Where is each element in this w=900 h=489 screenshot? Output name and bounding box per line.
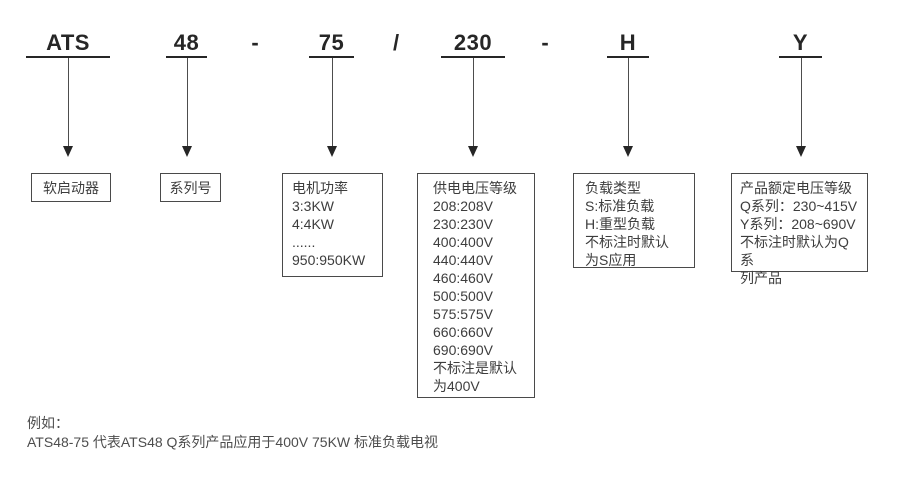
connector-line [800,58,802,146]
separator-slash: / [392,30,400,55]
code-segment-h: H [607,29,649,157]
definition-text: 负载类型 S:标准负载 H:重型负载 不标注时默认 为S应用 [585,180,669,268]
segment-underline [607,56,649,58]
definition-box-series-number: 系列号 [160,173,221,202]
arrowhead-down-icon [795,146,806,157]
segment-label-230: 230 [453,30,493,55]
separator-dash-2: - [541,30,549,55]
definition-text: 软启动器 [43,179,99,196]
definition-box-motor-power: 电机功率 3:3KW 4:4KW ...... 950:950KW [282,173,383,277]
code-segment-75: 75 [309,29,354,157]
code-segment-ats: ATS [26,29,110,157]
arrowhead-down-icon [468,146,478,157]
connector-line [331,58,333,146]
code-segment-230: 230 [441,29,505,157]
segment-label-h: H [619,30,637,55]
segment-underline [166,56,207,58]
segment-underline [441,56,505,58]
code-segment-y: Y [779,29,822,157]
example-note: 例如： ATS48-75 代表ATS48 Q系列产品应用于400V 75KW 标… [27,415,439,450]
segment-label-ats: ATS [46,30,90,55]
definition-text: 供电电压等级 208:208V 230:230V 400:400V 440:44… [433,180,517,394]
arrowhead-down-icon [623,146,633,157]
arrowhead-down-icon [181,146,192,157]
segment-label-y: Y [792,30,809,55]
code-segment-48: 48 [166,29,207,157]
segment-label-75: 75 [318,30,345,55]
segment-underline [309,56,354,58]
definition-box-supply-voltage: 供电电压等级 208:208V 230:230V 400:400V 440:44… [417,173,535,398]
segment-underline [26,56,110,58]
definition-box-rated-voltage: 产品额定电压等级 Q系列：230~415V Y系列：208~690V 不标注时默… [731,173,868,286]
separator-dash-1: - [251,30,259,55]
definition-text: 产品额定电压等级 Q系列：230~415V Y系列：208~690V 不标注时默… [740,180,858,286]
definition-text: 系列号 [169,179,212,196]
connector-line [186,58,188,146]
definition-box-soft-starter: 软启动器 [31,173,111,202]
connector-line [68,58,69,146]
connector-line [628,58,629,146]
arrowhead-down-icon [326,146,337,157]
definition-box-load-type: 负载类型 S:标准负载 H:重型负载 不标注时默认 为S应用 [573,173,695,268]
segment-label-48: 48 [173,30,200,55]
segment-underline [779,56,822,58]
arrowhead-down-icon [63,146,73,157]
connector-line [473,58,474,146]
definition-text: 电机功率 3:3KW 4:4KW ...... 950:950KW [292,180,366,268]
